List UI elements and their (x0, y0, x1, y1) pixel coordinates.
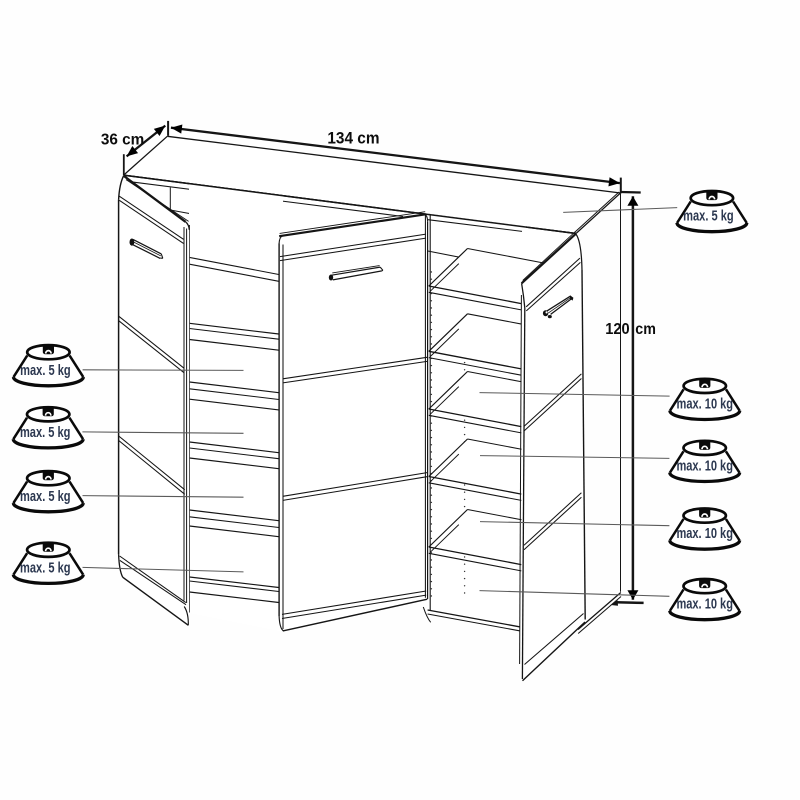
svg-text:max. 5 kg: max. 5 kg (20, 362, 71, 379)
svg-text:max. 10 kg: max. 10 kg (676, 596, 733, 613)
svg-text:max. 10 kg: max. 10 kg (677, 396, 734, 413)
svg-text:max. 5 kg: max. 5 kg (20, 488, 71, 505)
svg-text:120: 120 (605, 321, 629, 338)
svg-text:134 cm: 134 cm (327, 130, 379, 148)
svg-text:max. 10 kg: max. 10 kg (676, 458, 733, 475)
svg-text:max. 5 kg: max. 5 kg (20, 559, 71, 576)
svg-text:max. 5 kg: max. 5 kg (20, 424, 71, 441)
svg-text:max. 10 kg: max. 10 kg (676, 525, 733, 542)
svg-text:36 cm: 36 cm (101, 131, 144, 148)
svg-text:max. 5 kg: max. 5 kg (683, 208, 734, 225)
svg-text:cm: cm (635, 321, 656, 338)
